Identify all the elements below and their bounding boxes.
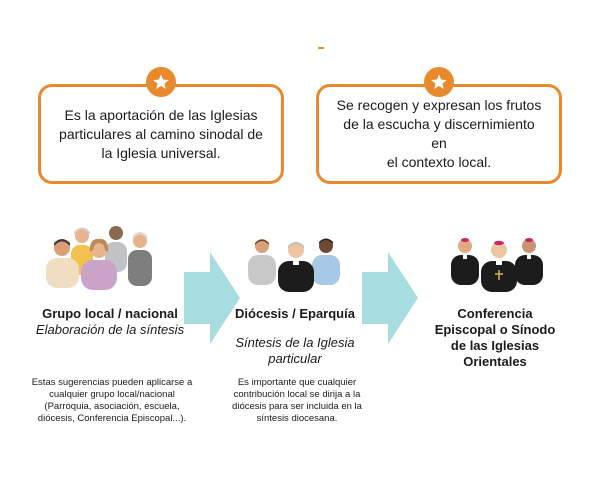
step-2-subtitle: Síntesis de la Iglesia particular xyxy=(210,335,380,367)
lay-people-group-icon xyxy=(46,226,152,290)
step-3-title-line-2: Episcopal o Sínodo xyxy=(434,322,556,337)
bishops-group-icon xyxy=(451,238,543,292)
step-3-title-line-1: Conferencia xyxy=(457,306,533,321)
step-3-title-line-3: de las Iglesias xyxy=(450,338,540,353)
step-1-title: Grupo local / nacional xyxy=(42,306,178,321)
flow-arrow-1 xyxy=(184,252,240,344)
step-2-note-line-4: síntesis diocesana. xyxy=(256,413,338,424)
step-3-title: Conferencia Episcopal o Sínodo de las Ig… xyxy=(420,306,570,370)
step-1-note-line-1: Estas sugerencias pueden aplicarse a xyxy=(31,377,193,388)
star-badge-right xyxy=(424,67,454,97)
callout-left-line-2: particulares al camino sinodal de xyxy=(59,125,263,142)
decorative-dash xyxy=(318,47,324,49)
step-2-note-line-2: contribución local se dirija a la xyxy=(233,389,361,400)
callout-right-line-3: el contexto local. xyxy=(386,154,492,170)
step-1-note-line-3: (Parroquia, asociación, escuela, xyxy=(44,401,180,412)
step-2-note-line-1: Es importante que cualquier xyxy=(237,377,357,388)
flow-arrow-2 xyxy=(362,252,418,344)
callout-left-line-3: la Iglesia universal. xyxy=(101,144,221,161)
star-icon xyxy=(153,74,169,90)
step-1-note-line-4: diócesis, Conferencia Episcopal...). xyxy=(37,413,187,424)
callout-box-right: Se recogen y expresan los frutos de la e… xyxy=(316,84,562,184)
callout-right-line-2: de la escucha y discernimiento en xyxy=(343,116,535,151)
step-1-note: Estas sugerencias pueden aplicarse a cua… xyxy=(18,377,206,425)
step-2-title: Diócesis / Eparquía xyxy=(235,306,355,321)
step-3-title-line-4: Orientales xyxy=(463,354,527,369)
star-icon xyxy=(431,74,447,90)
step-2-subtitle-line-2: particular xyxy=(268,351,322,366)
clergy-group-icon xyxy=(248,238,340,292)
callout-right-line-1: Se recogen y expresan los frutos xyxy=(336,97,542,113)
step-2-note-line-3: diócesis para ser incluida en la xyxy=(232,401,362,412)
step-1-note-line-2: cualquier grupo local/nacional xyxy=(49,389,175,400)
callout-box-left: Es la aportación de las Iglesias particu… xyxy=(38,84,284,184)
callout-left-line-1: Es la aportación de las Iglesias xyxy=(64,106,258,123)
step-2-subtitle-line-1: Síntesis de la Iglesia xyxy=(235,335,355,350)
step-2-note: Es importante que cualquier contribución… xyxy=(224,377,370,425)
step-1-subtitle: Elaboración de la síntesis xyxy=(35,322,185,337)
star-badge-left xyxy=(146,67,176,97)
